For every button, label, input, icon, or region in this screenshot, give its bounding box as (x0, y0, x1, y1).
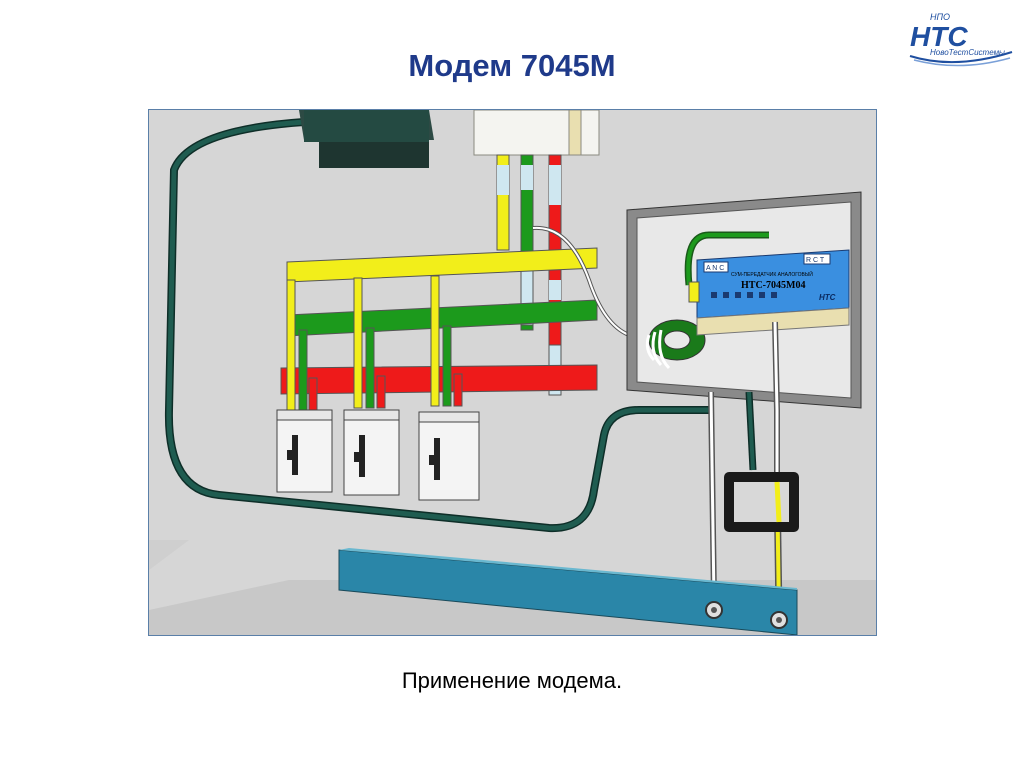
terminals-left-label: A N C (706, 265, 724, 272)
bus-bar-yellow (286, 247, 598, 283)
logo-sub-text: НовоТестСистемы (930, 48, 1005, 57)
slide-title: Модем 7045М (408, 48, 616, 83)
signal-wire (532, 226, 630, 336)
branch-wires (286, 275, 463, 411)
breaker-1 (276, 409, 333, 493)
grounding-rail (338, 548, 798, 635)
company-logo: НПО НТС НовоТестСистемы (900, 8, 1020, 68)
device-model-label: НТС-7045М04 (741, 280, 805, 291)
wall-socket (724, 472, 799, 532)
terminals-right-label: R C T (806, 257, 825, 264)
current-transformer (645, 319, 706, 370)
device-brand-label: НТС (819, 293, 836, 302)
logo-top-text: НПО (930, 12, 950, 22)
logo-main-text: НТС (910, 21, 968, 52)
logo-graphic: НПО НТС НовоТестСистемы (909, 12, 1013, 67)
slide-caption: Применение модема. (401, 668, 623, 693)
junction-box (299, 110, 434, 168)
wall-corner (149, 540, 189, 570)
modem-device: A N C R C T СУМ-ПЕРЕДАТЧИК АНАЛОГОВЫЙ НТ… (688, 249, 850, 336)
bolt-1 (705, 601, 723, 619)
device-type-label: СУМ-ПЕРЕДАТЧИК АНАЛОГОВЫЙ (731, 270, 813, 278)
internal-cable-core (686, 233, 769, 286)
breaker-3 (418, 411, 480, 501)
installation-diagram: A N C R C T СУМ-ПЕРЕДАТЧИК АНАЛОГОВЫЙ НТ… (148, 109, 877, 636)
cable (166, 119, 709, 531)
breaker-2 (343, 409, 400, 496)
bolt-2 (770, 611, 788, 629)
distribution-panel (473, 110, 600, 156)
